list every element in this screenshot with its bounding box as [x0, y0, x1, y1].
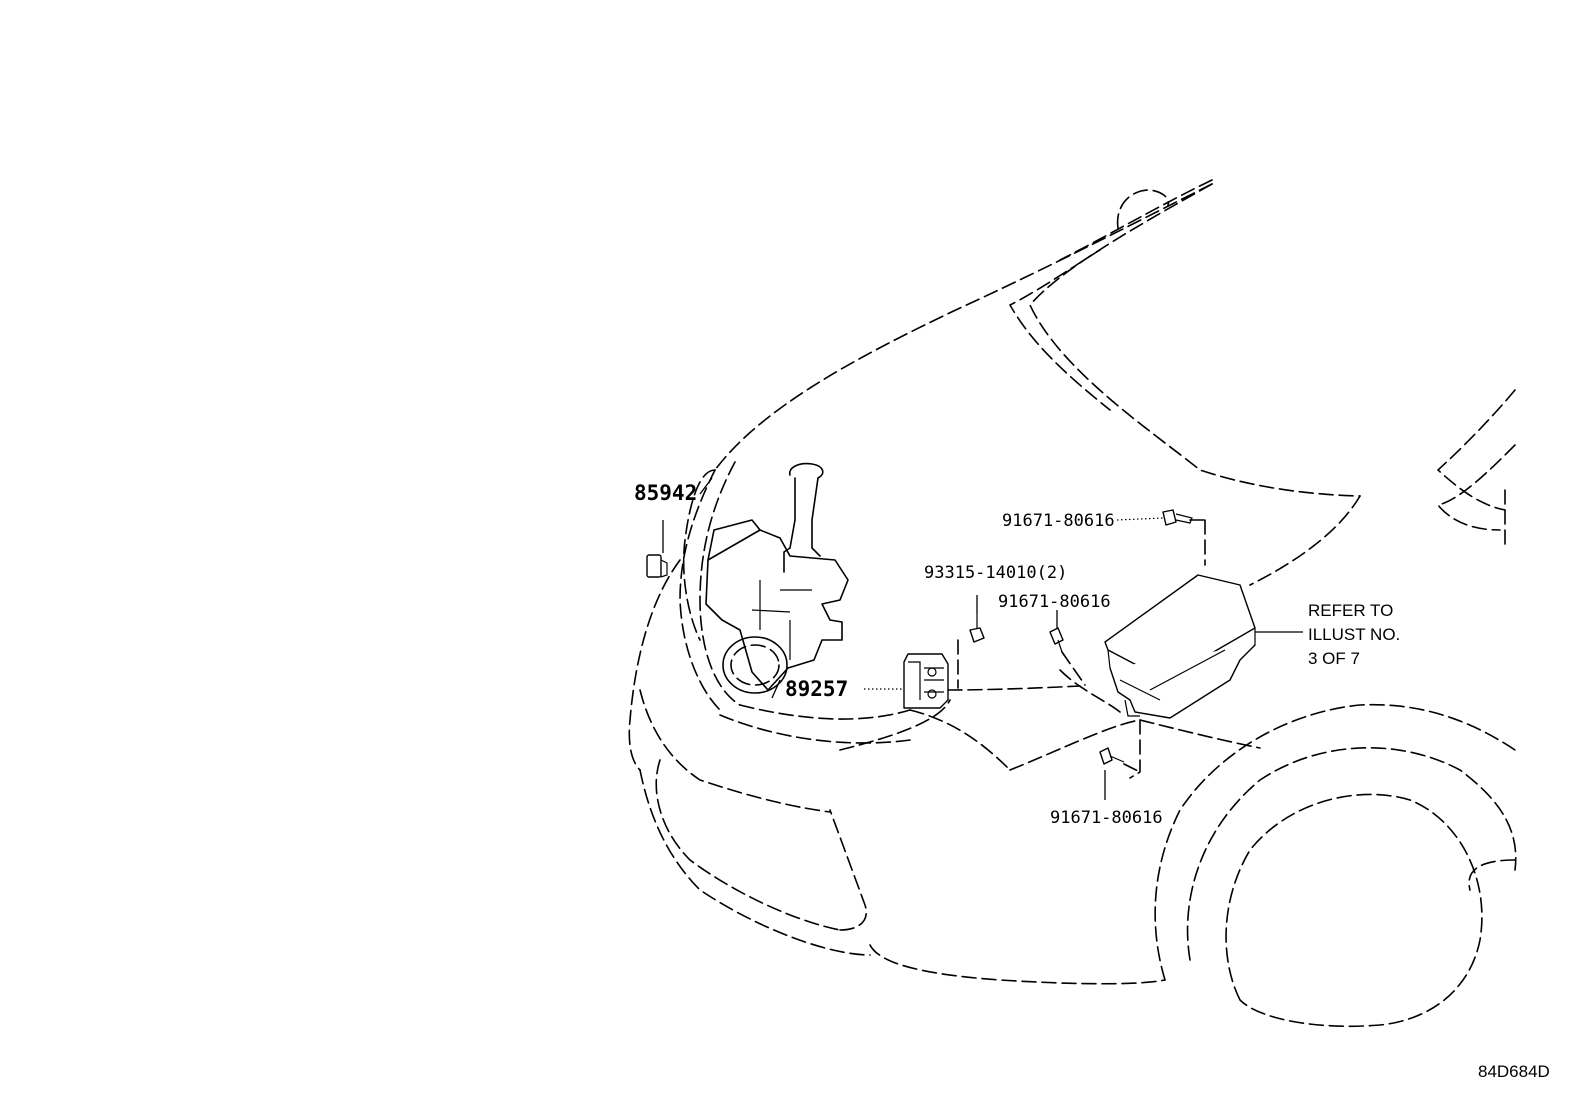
- label-bolt-upper: 91671-80616: [1002, 511, 1115, 531]
- bolt-lower: [1099, 747, 1141, 773]
- reference-note-line-2: ILLUST NO.: [1308, 625, 1400, 644]
- label-bolt-lower: 91671-80616: [1050, 808, 1163, 828]
- clip-fastener: [957, 614, 985, 689]
- clip-part-number: 93315-14010: [924, 563, 1037, 583]
- reference-note-line-1: REFER TO: [1308, 601, 1393, 620]
- label-93315-14010: 93315-14010(2): [924, 563, 1067, 583]
- label-85942: 85942: [634, 481, 697, 505]
- control-module: [903, 653, 1081, 709]
- label-bolt-middle: 91671-80616: [998, 592, 1111, 612]
- illustration-code: 84D684D: [1478, 1062, 1550, 1081]
- clip-quantity: (2): [1037, 563, 1068, 583]
- washer-jar: [646, 462, 849, 694]
- label-89257: 89257: [785, 677, 848, 701]
- reference-note-line-3: 3 OF 7: [1308, 649, 1360, 668]
- bolt-upper: [1162, 509, 1206, 526]
- leader-lines: [662, 477, 1303, 800]
- car-body-outline: [628, 179, 1517, 1028]
- relay-block: [1059, 519, 1256, 779]
- bolt-middle: [1049, 627, 1086, 686]
